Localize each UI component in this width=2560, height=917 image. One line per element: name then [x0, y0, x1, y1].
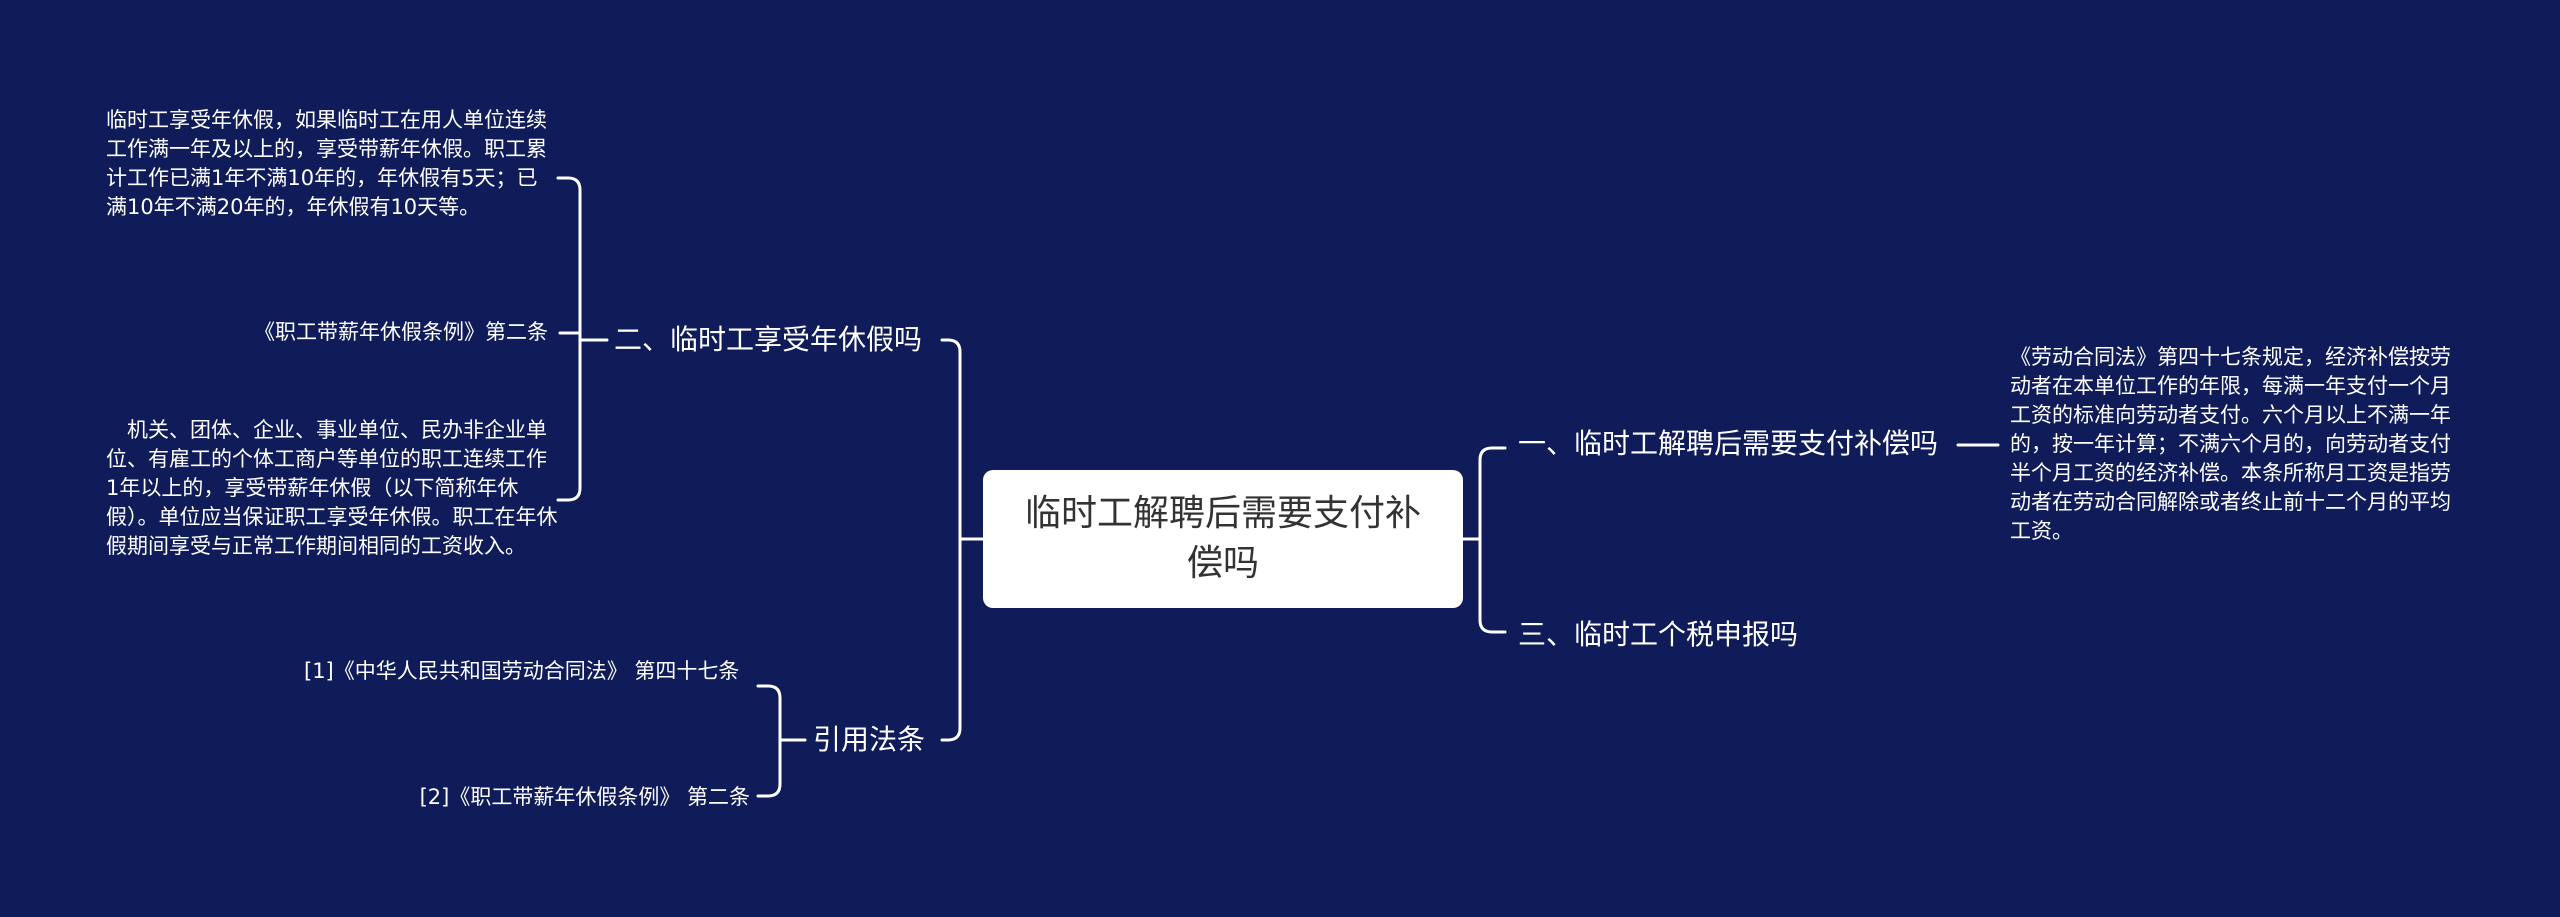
- bracket-right-main: [1478, 446, 1494, 634]
- leaf-labor-contract-law-art47: 《劳动合同法》第四十七条规定，经济补偿按劳动者在本单位工作的年限，每满一年支付一…: [2010, 345, 2451, 543]
- branch-topic-3[interactable]: 三、临时工个税申报吗: [1518, 617, 1798, 653]
- leaf-cited-law-1: [1]《中华人民共和国劳动合同法》 第四十七条: [304, 659, 740, 683]
- leaf-annual-leave-regulation-text: 机关、团体、企业、事业单位、民办非企业单位、有雇工的个体工商户等单位的职工连续工…: [106, 418, 558, 558]
- branch-topic-2[interactable]: 二、临时工享受年休假吗: [614, 322, 922, 358]
- leaf-annual-leave-regulation-title: 《职工带薪年休假条例》第二条: [254, 320, 548, 344]
- bracket-left-main: [946, 338, 962, 742]
- branch-topic-1-label: 一、临时工解聘后需要支付补偿吗: [1518, 427, 1939, 460]
- branch-topic-1[interactable]: 一、临时工解聘后需要支付补偿吗: [1518, 426, 1938, 462]
- root-topic[interactable]: 临时工解聘后需要支付补偿吗: [983, 470, 1463, 608]
- leaf-annual-leave-summary: 临时工享受年休假，如果临时工在用人单位连续工作满一年及以上的，享受带薪年休假。职…: [106, 108, 547, 219]
- bracket-branch2: [566, 176, 582, 502]
- bracket-branch4: [766, 684, 782, 798]
- root-topic-label: 临时工解聘后需要支付补偿吗: [1024, 493, 1421, 584]
- branch-cited-laws[interactable]: 引用法条: [813, 722, 925, 758]
- branch-topic-2-label: 二、临时工享受年休假吗: [614, 323, 923, 356]
- branch-cited-laws-label: 引用法条: [813, 723, 926, 756]
- branch-topic-3-label: 三、临时工个税申报吗: [1518, 618, 1799, 651]
- leaf-cited-law-2: [2]《职工带薪年休假条例》 第二条: [419, 785, 750, 809]
